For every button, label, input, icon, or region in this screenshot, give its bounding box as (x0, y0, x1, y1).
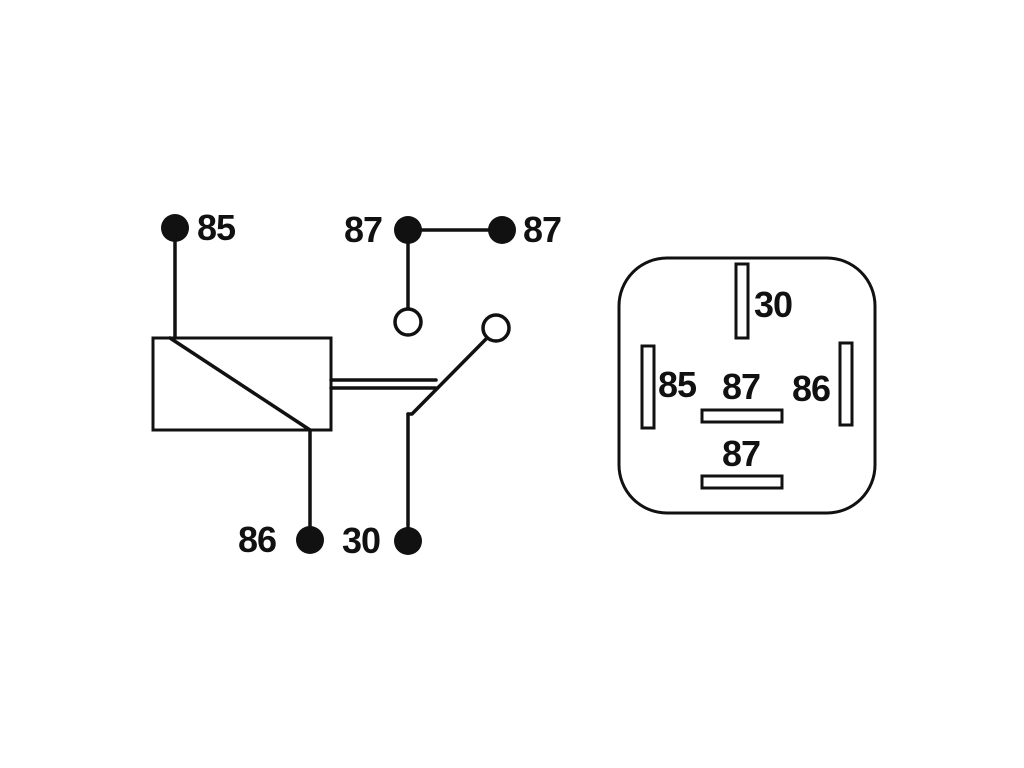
terminal-87-right-label: 87 (523, 209, 561, 250)
terminal-86-label: 86 (238, 519, 276, 560)
relay-pinout: 30 85 86 87 87 (617, 256, 877, 515)
pin-30-label: 30 (754, 284, 792, 325)
terminal-30-dot (394, 527, 422, 555)
terminal-87-right-dot (488, 216, 516, 244)
terminal-85-label: 85 (197, 207, 236, 248)
terminal-86-dot (296, 526, 324, 554)
relay-schematic: 85 86 87 87 (151, 207, 562, 561)
pin-85-blade (640, 344, 656, 430)
contact-87-alt (481, 313, 511, 343)
pin-30-blade (734, 262, 750, 340)
pin-87-upper-label: 87 (722, 366, 760, 407)
contact-87 (393, 307, 423, 337)
pin-87-lower-label: 87 (722, 433, 760, 474)
terminal-87-left-label: 87 (344, 209, 382, 250)
pin-86-blade (838, 341, 854, 427)
pin-86-label: 86 (792, 368, 830, 409)
pin-87-upper-blade (700, 408, 784, 424)
pin-85-label: 85 (658, 364, 697, 405)
pin-87-lower-blade (700, 474, 784, 490)
pinout-outline (617, 256, 877, 515)
coil-diagonal (168, 336, 312, 432)
terminal-30-label: 30 (342, 520, 380, 561)
switch-arm (406, 336, 489, 416)
